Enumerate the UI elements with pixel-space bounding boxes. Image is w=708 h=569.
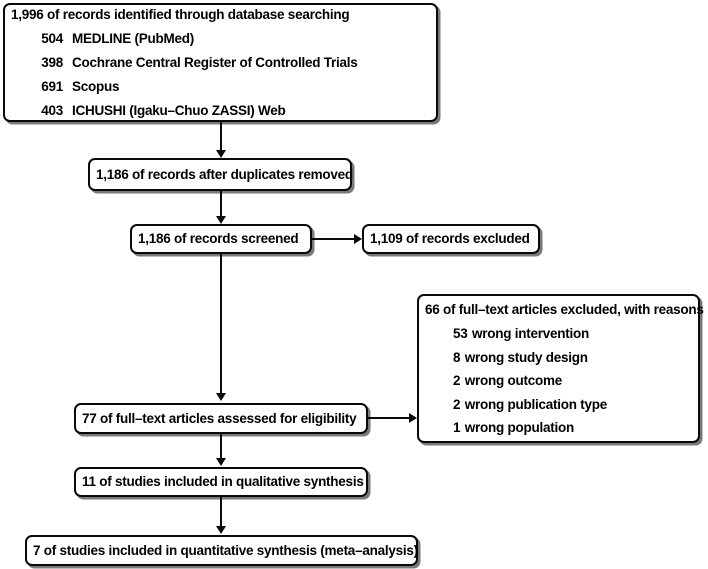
box-fulltext-eligibility-title: 77 of full–text articles assessed for el… — [82, 410, 357, 426]
arrowhead-down-eligibility — [216, 393, 226, 401]
arrowhead-down-duplicates — [216, 150, 226, 158]
reason-label: wrong intervention — [472, 326, 590, 341]
reason-count: 1 — [453, 420, 461, 435]
source-count: 691 — [41, 79, 63, 95]
arrowhead-right-excluded — [354, 234, 362, 244]
exclusion-reason-list: 53 wrong intervention 8 wrong study desi… — [419, 318, 698, 435]
reason-count: 53 — [453, 326, 468, 341]
box-quantitative-synthesis-title: 7 of studies included in quantitative sy… — [33, 542, 418, 558]
source-label: ICHUSHI (Igaku–Chuo ZASSI) Web — [72, 103, 286, 119]
reason-count: 2 — [453, 396, 461, 412]
reason-count: 8 — [453, 349, 461, 365]
box-quantitative-synthesis: 7 of studies included in quantitative sy… — [25, 535, 418, 566]
source-count: 403 — [41, 103, 63, 119]
connector-qualitative-to-quantitative — [220, 497, 222, 527]
arrowhead-down-screened — [216, 216, 226, 224]
database-source-item: 403 ICHUSHI (Igaku–Chuo ZASSI) Web — [5, 103, 436, 118]
exclusion-reason-item: 53 wrong intervention — [419, 326, 698, 341]
box-fulltext-eligibility: 77 of full–text articles assessed for el… — [74, 403, 368, 434]
box-duplicates-removed-title: 1,186 of records after duplicates remove… — [96, 166, 353, 182]
arrowhead-down-qualitative — [216, 458, 226, 466]
exclusion-reason-item: 2 wrong outcome — [419, 373, 698, 388]
box-records-identified: 1,996 of records identified through data… — [3, 3, 438, 122]
database-source-item: 504 MEDLINE (PubMed) — [5, 31, 436, 46]
connector-screened-to-excluded — [312, 238, 356, 240]
arrowhead-right-reasons — [409, 413, 417, 423]
reason-count: 2 — [453, 373, 461, 388]
box-duplicates-removed: 1,186 of records after duplicates remove… — [88, 158, 353, 191]
box-records-excluded-title: 1,109 of records excluded — [370, 231, 530, 247]
source-count: 398 — [41, 55, 63, 71]
exclusion-reason-item: 8 wrong study design — [419, 350, 698, 365]
box-fulltext-excluded-title: 66 of full–text articles excluded, with … — [425, 301, 704, 317]
reason-label: wrong study design — [464, 349, 588, 365]
connector-identified-to-duplicates — [220, 122, 222, 152]
connector-screened-to-eligibility — [220, 254, 222, 395]
source-label: Scopus — [72, 79, 120, 95]
box-records-screened: 1,186 of records screened — [130, 224, 312, 254]
source-count: 504 — [41, 31, 63, 47]
arrowhead-down-quantitative — [216, 526, 226, 534]
source-label: Cochrane Central Register of Controlled … — [72, 55, 358, 71]
exclusion-reason-item: 1 wrong population — [419, 420, 698, 435]
connector-eligibility-to-reasons — [368, 417, 411, 419]
exclusion-reason-item: 2 wrong publication type — [419, 397, 698, 412]
box-qualitative-synthesis-title: 11 of studies included in qualitative sy… — [82, 474, 364, 490]
reason-label: wrong publication type — [464, 396, 608, 412]
reason-label: wrong population — [464, 420, 574, 435]
box-qualitative-synthesis: 11 of studies included in qualitative sy… — [74, 467, 368, 497]
box-records-screened-title: 1,186 of records screened — [138, 231, 299, 247]
database-source-item: 398 Cochrane Central Register of Control… — [5, 55, 436, 70]
box-records-excluded: 1,109 of records excluded — [362, 224, 540, 254]
database-source-item: 691 Scopus — [5, 79, 436, 94]
connector-eligibility-to-qualitative — [220, 434, 222, 460]
database-source-list: 504 MEDLINE (PubMed) 398 Cochrane Centra… — [5, 22, 436, 118]
box-fulltext-excluded-reasons: 66 of full–text articles excluded, with … — [417, 294, 704, 443]
box-records-identified-title: 1,996 of records identified through data… — [11, 6, 350, 22]
source-label: MEDLINE (PubMed) — [72, 31, 194, 47]
reason-label: wrong outcome — [464, 373, 563, 388]
connector-duplicates-to-screened — [220, 191, 222, 218]
